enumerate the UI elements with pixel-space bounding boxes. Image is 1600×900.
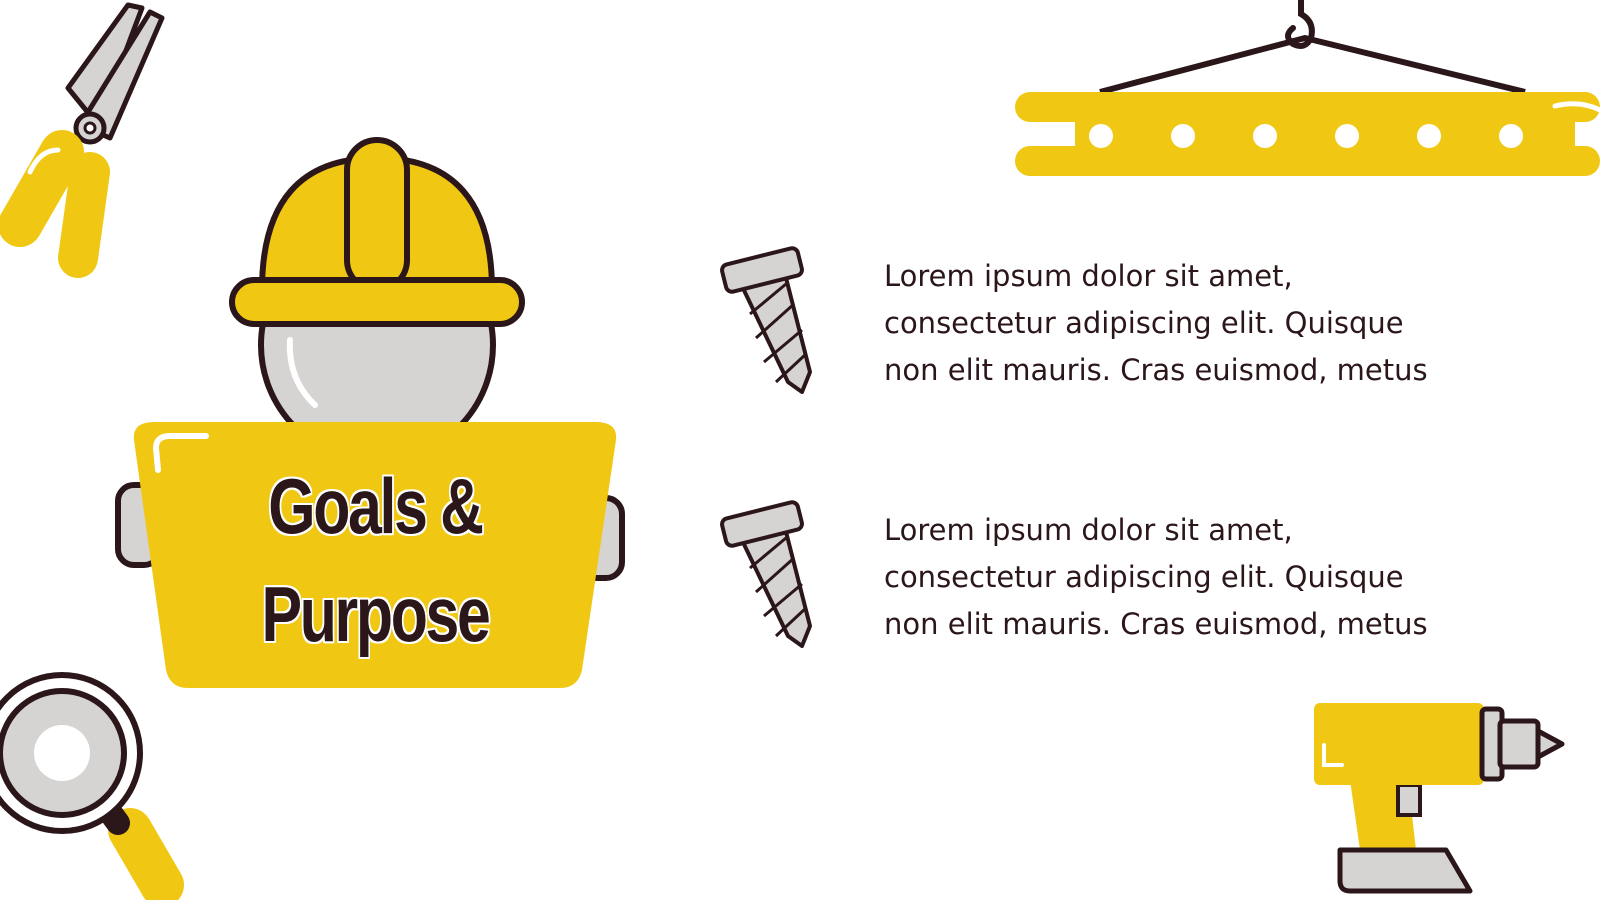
pliers-icon <box>0 2 165 278</box>
text-line: Lorem ipsum dolor sit amet, <box>884 259 1293 293</box>
crane-beam-icon <box>1015 0 1600 176</box>
worker-helmet-icon <box>115 137 625 688</box>
magnifier-icon <box>0 672 184 900</box>
text-line: non elit mauris. Cras euismod, metus <box>884 607 1428 641</box>
title-line-2: Purpose <box>261 570 490 658</box>
text-line: consectetur adipiscing elit. Quisque <box>884 560 1404 594</box>
text-block-2: Lorem ipsum dolor sit amet, consectetur … <box>884 507 1524 648</box>
screw-icon <box>720 500 812 648</box>
title-line-1: Goals & <box>268 462 484 550</box>
text-line: Lorem ipsum dolor sit amet, <box>884 513 1293 547</box>
text-line: consectetur adipiscing elit. Quisque <box>884 306 1404 340</box>
text-block-1: Lorem ipsum dolor sit amet, consectetur … <box>884 253 1524 394</box>
slide-title: Goals & Purpose <box>223 452 527 668</box>
screw-icon <box>720 246 812 394</box>
drill-icon <box>1314 703 1565 894</box>
text-line: non elit mauris. Cras euismod, metus <box>884 353 1428 387</box>
